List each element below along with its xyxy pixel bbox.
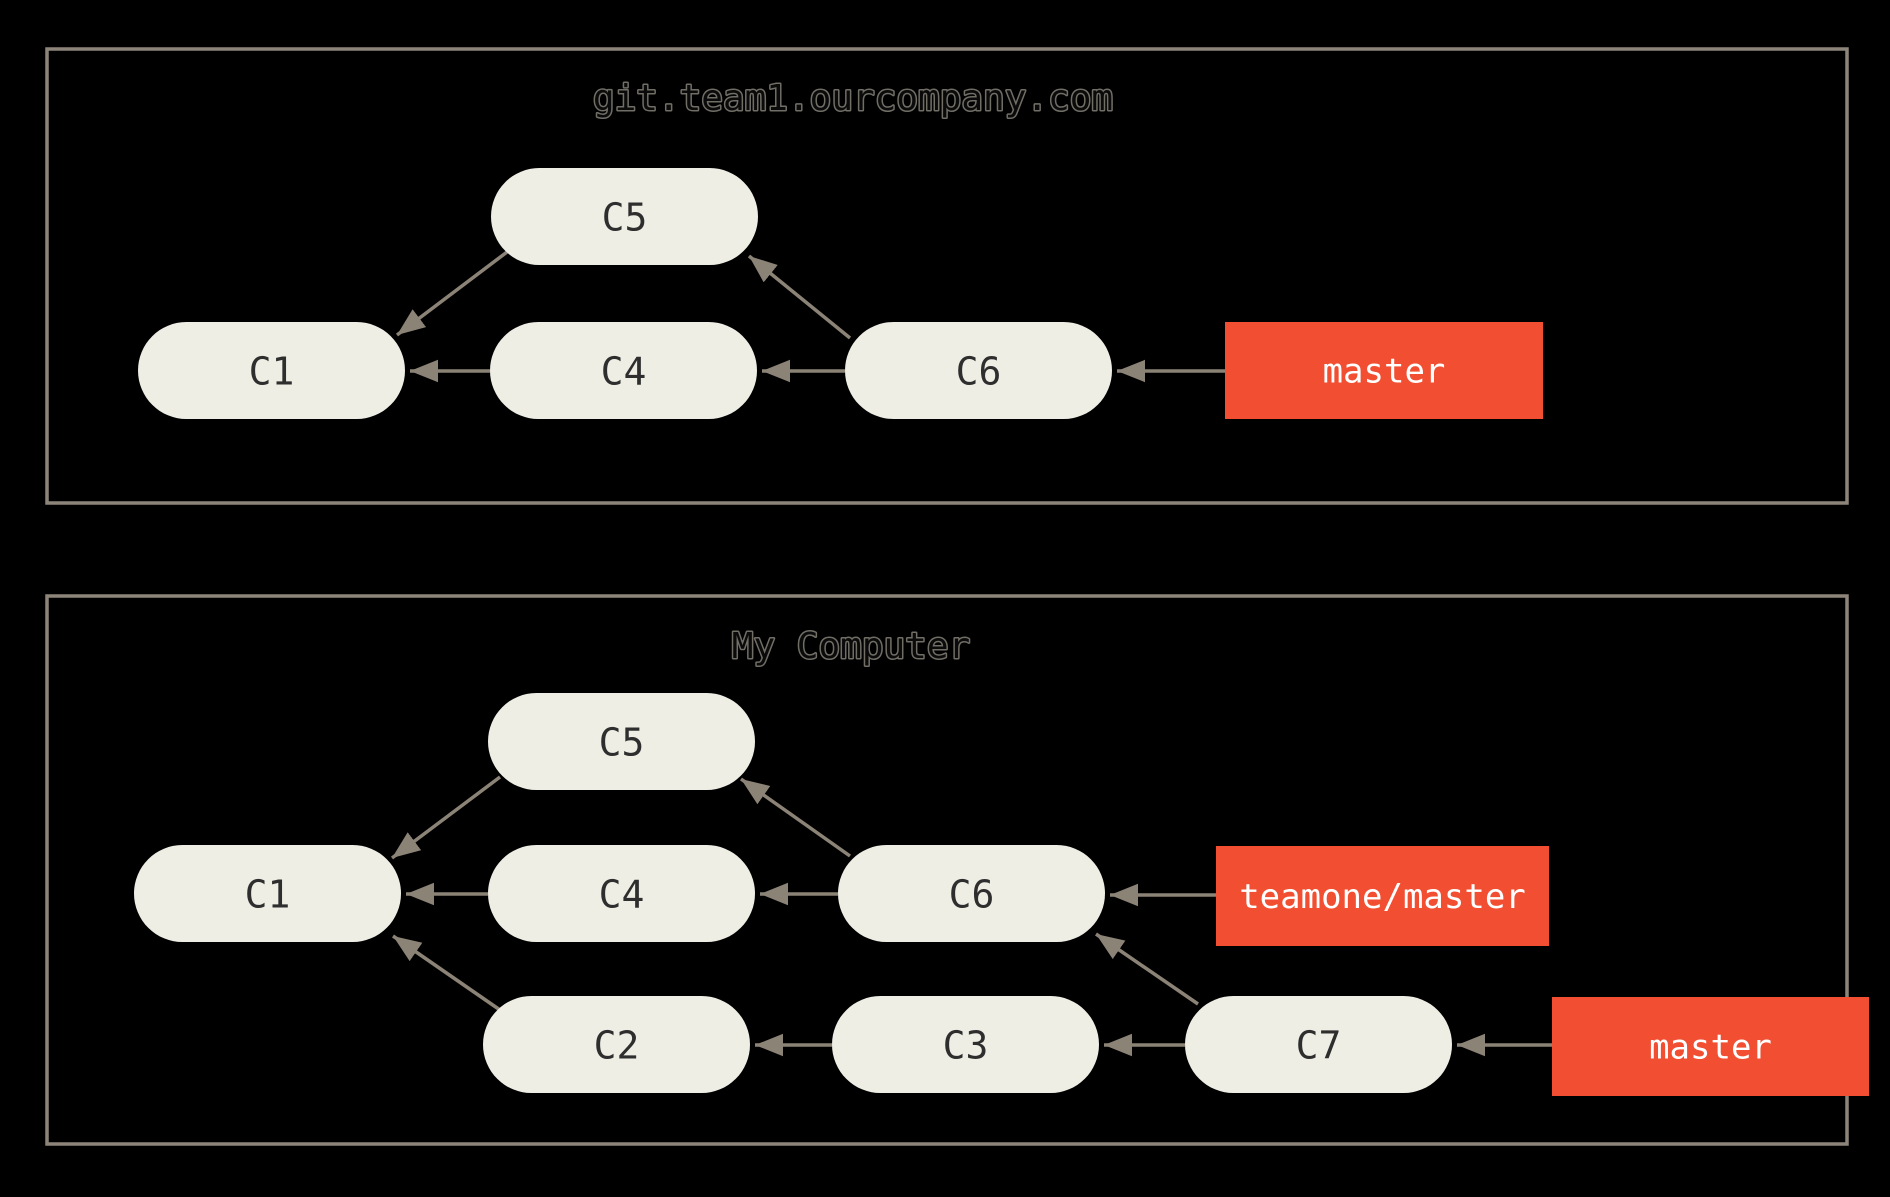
commit-node-remote-server-c5: C5 bbox=[491, 168, 758, 265]
commit-node-my-computer-c2: C2 bbox=[483, 996, 750, 1093]
commit-pill bbox=[832, 996, 1099, 1093]
edge-remote-server-c5-to-c1 bbox=[395, 250, 509, 337]
edge-remote-server-c6-to-c5 bbox=[747, 254, 852, 340]
commit-label-c1: C1 bbox=[249, 350, 295, 394]
commit-node-remote-server-c6: C6 bbox=[845, 322, 1112, 419]
commit-label-c4: C4 bbox=[599, 873, 645, 917]
commit-label-c5: C5 bbox=[602, 196, 648, 240]
commit-node-remote-server-c1: C1 bbox=[138, 322, 405, 419]
commit-label-c3: C3 bbox=[943, 1024, 989, 1068]
commit-pill bbox=[838, 845, 1105, 942]
edge-my-computer-c6-to-c5 bbox=[739, 777, 852, 858]
commit-pill bbox=[845, 322, 1112, 419]
commit-node-my-computer-c5: C5 bbox=[488, 693, 755, 790]
panel-remote-server-frame bbox=[45, 47, 1849, 505]
branch-box-my-computer-teamone-master: teamone/master bbox=[1216, 846, 1549, 946]
commit-pill bbox=[138, 322, 405, 419]
commit-pill bbox=[488, 693, 755, 790]
commit-pill bbox=[491, 168, 758, 265]
branch-box-remote-server-master: master bbox=[1225, 322, 1543, 419]
commit-label-c4: C4 bbox=[601, 350, 647, 394]
edge-my-computer-c5-to-c1 bbox=[390, 775, 502, 860]
commit-node-my-computer-c6: C6 bbox=[838, 845, 1105, 942]
branch-box-my-computer-master: master bbox=[1552, 997, 1869, 1096]
edge-my-computer-c2-to-c1 bbox=[392, 934, 501, 1012]
branch-label-master: master bbox=[1323, 352, 1446, 392]
commit-pill bbox=[490, 322, 757, 419]
commit-node-remote-server-c4: C4 bbox=[490, 322, 757, 419]
panel-remote-server-title: git.team1.ourcompany.com bbox=[593, 78, 1113, 119]
commit-pill bbox=[483, 996, 750, 1093]
branch-label-master: master bbox=[1649, 1028, 1772, 1068]
commit-pill bbox=[134, 845, 401, 942]
commit-label-c5: C5 bbox=[599, 721, 645, 765]
commit-node-my-computer-c7: C7 bbox=[1185, 996, 1452, 1093]
branch-box-rect bbox=[1225, 322, 1543, 419]
panel-my-computer-frame bbox=[45, 594, 1849, 1146]
commit-label-c6: C6 bbox=[956, 350, 1002, 394]
commit-pill bbox=[1185, 996, 1452, 1093]
commit-label-c7: C7 bbox=[1296, 1024, 1342, 1068]
commit-node-my-computer-c3: C3 bbox=[832, 996, 1099, 1093]
panel-my-computer-title: My Computer bbox=[732, 626, 970, 667]
commit-node-my-computer-c4: C4 bbox=[488, 845, 755, 942]
commit-label-c1: C1 bbox=[245, 873, 291, 917]
commit-node-my-computer-c1: C1 bbox=[134, 845, 401, 942]
commit-label-c2: C2 bbox=[594, 1024, 640, 1068]
commit-label-c6: C6 bbox=[949, 873, 995, 917]
edge-my-computer-c7-to-c6 bbox=[1095, 932, 1199, 1006]
branch-box-rect bbox=[1552, 997, 1869, 1096]
commit-pill bbox=[488, 845, 755, 942]
branch-label-teamone-master: teamone/master bbox=[1239, 877, 1526, 917]
branch-box-rect bbox=[1216, 846, 1549, 946]
